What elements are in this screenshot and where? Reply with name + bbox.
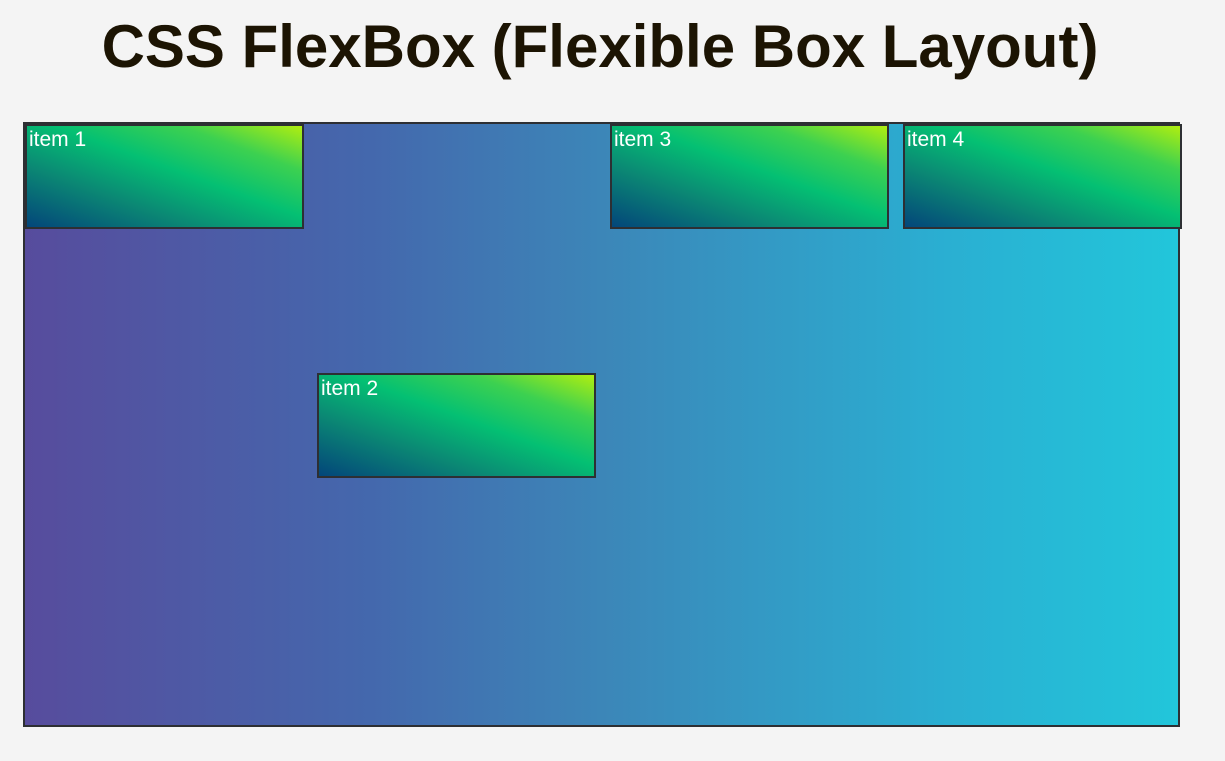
page-title: CSS FlexBox (Flexible Box Layout) <box>101 13 1099 80</box>
flex-item-2: item 2 <box>317 373 596 478</box>
flex-item-1: item 1 <box>25 124 304 229</box>
flex-item-label: item 2 <box>321 377 379 400</box>
flex-container: item 1 item 2 item 3 item 4 <box>23 122 1182 727</box>
flex-item-3: item 3 <box>610 124 889 229</box>
flex-item-label: item 4 <box>907 128 965 151</box>
flex-item-label: item 3 <box>614 128 672 151</box>
flex-item-label: item 1 <box>29 128 87 151</box>
flex-item-4: item 4 <box>903 124 1182 229</box>
